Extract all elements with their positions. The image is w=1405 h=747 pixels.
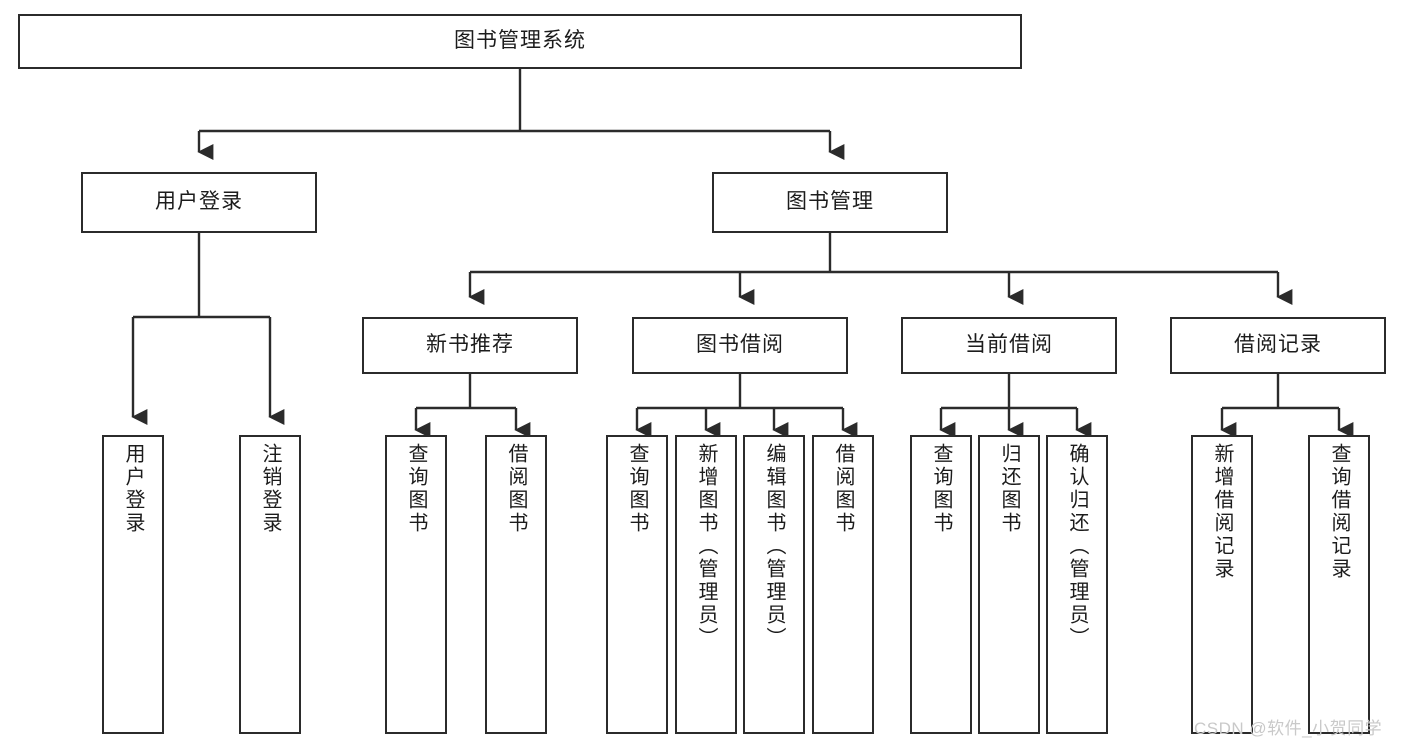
- leaf-new-book-query-books[interactable]: 查询图书: [385, 435, 447, 734]
- leaf-user-login-login[interactable]: 用户登录: [102, 435, 164, 734]
- node-label: 编辑图书（管理员）: [763, 443, 785, 650]
- leaf-records-add-record[interactable]: 新增借阅记录: [1191, 435, 1253, 734]
- node-label: 查询图书: [626, 443, 648, 535]
- node-label: 新书推荐: [426, 333, 514, 357]
- node-label: 注销登录: [259, 443, 281, 535]
- node-label: 用户登录: [155, 190, 243, 214]
- node-label: 图书管理: [786, 190, 874, 214]
- leaf-borrow-edit-book-admin[interactable]: 编辑图书（管理员）: [743, 435, 805, 734]
- leaf-records-query-record[interactable]: 查询借阅记录: [1308, 435, 1370, 734]
- leaf-borrow-query-books[interactable]: 查询图书: [606, 435, 668, 734]
- node-label: 归还图书: [998, 443, 1020, 535]
- node-label: 新增图书（管理员）: [695, 443, 717, 650]
- leaf-borrow-borrow-books[interactable]: 借阅图书: [812, 435, 874, 734]
- leaf-borrow-add-book-admin[interactable]: 新增图书（管理员）: [675, 435, 737, 734]
- node-new-book-recommendation[interactable]: 新书推荐: [362, 317, 578, 374]
- leaf-current-return-books[interactable]: 归还图书: [978, 435, 1040, 734]
- node-label: 确认归还（管理员）: [1066, 443, 1088, 650]
- leaf-current-confirm-return-admin[interactable]: 确认归还（管理员）: [1046, 435, 1108, 734]
- csdn-watermark: CSDN @软件_小贺同学: [1194, 719, 1383, 738]
- node-borrowing-records[interactable]: 借阅记录: [1170, 317, 1386, 374]
- node-label: 查询借阅记录: [1328, 443, 1350, 581]
- leaf-user-login-logout[interactable]: 注销登录: [239, 435, 301, 734]
- node-label: 新增借阅记录: [1211, 443, 1233, 581]
- node-label: 查询图书: [930, 443, 952, 535]
- node-label: 借阅记录: [1234, 333, 1322, 357]
- node-label: 当前借阅: [965, 333, 1053, 357]
- leaf-current-query-books[interactable]: 查询图书: [910, 435, 972, 734]
- node-label: 图书管理系统: [454, 29, 586, 53]
- node-book-borrowing[interactable]: 图书借阅: [632, 317, 848, 374]
- leaf-new-book-borrow-books[interactable]: 借阅图书: [485, 435, 547, 734]
- node-label: 借阅图书: [505, 443, 527, 535]
- node-user-login[interactable]: 用户登录: [81, 172, 317, 233]
- node-label: 借阅图书: [832, 443, 854, 535]
- node-label: 用户登录: [122, 443, 144, 535]
- node-current-borrowing[interactable]: 当前借阅: [901, 317, 1117, 374]
- node-label: 查询图书: [405, 443, 427, 535]
- node-root-book-management-system[interactable]: 图书管理系统: [18, 14, 1022, 69]
- node-label: 图书借阅: [696, 333, 784, 357]
- node-book-management[interactable]: 图书管理: [712, 172, 948, 233]
